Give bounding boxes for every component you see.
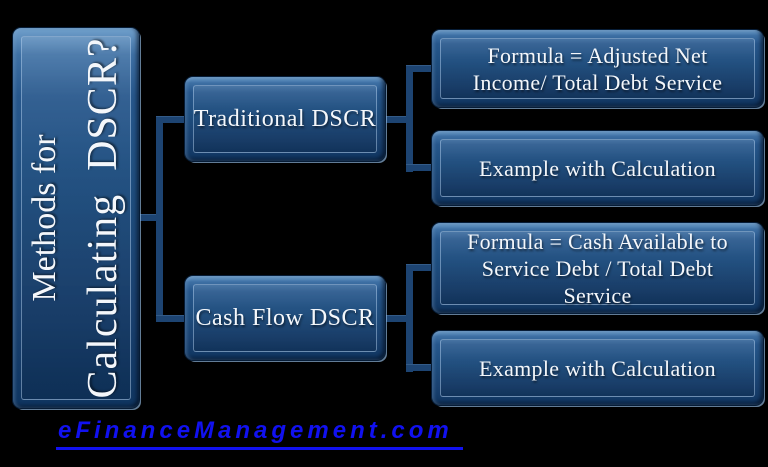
node-traditional-example: Example with Calculation xyxy=(432,131,763,205)
node-cashflow-formula: Formula = Cash Available to Service Debt… xyxy=(432,223,763,313)
connector-left-to-traditional xyxy=(156,116,186,123)
root-box: Methods for Calculating DSCR? xyxy=(13,28,139,408)
node-cashflow-example-label: Example with Calculation xyxy=(479,355,716,381)
node-traditional-dscr: Traditional DSCR xyxy=(185,77,385,161)
node-traditional-dscr-label: Traditional DSCR xyxy=(193,105,377,132)
connector-traditional-stub xyxy=(385,116,413,123)
connector-traditional-vertical xyxy=(406,65,413,172)
connector-cashflow-to-formula xyxy=(406,264,433,271)
root-box-label-line2: Calculating DSCR? xyxy=(80,37,126,399)
node-cashflow-example: Example with Calculation xyxy=(432,331,763,405)
node-cash-flow-dscr-label: Cash Flow DSCR xyxy=(195,304,375,331)
node-traditional-formula-label: Formula = Adjusted Net Income/ Total Deb… xyxy=(472,42,723,95)
root-box-label-line1: Methods for xyxy=(26,134,63,302)
connector-cashflow-vertical xyxy=(406,264,413,372)
connector-cashflow-to-example xyxy=(406,364,433,371)
node-traditional-formula: Formula = Adjusted Net Income/ Total Deb… xyxy=(432,30,763,107)
connector-root-stub xyxy=(139,214,163,221)
node-cashflow-formula-label: Formula = Cash Available to Service Debt… xyxy=(467,228,728,308)
node-traditional-example-label: Example with Calculation xyxy=(479,155,716,181)
connector-traditional-to-example xyxy=(406,164,433,171)
node-cash-flow-dscr: Cash Flow DSCR xyxy=(185,276,385,360)
connector-left-vertical xyxy=(156,116,163,322)
efinancemanagement-link[interactable]: eFinanceManagement.com xyxy=(56,417,463,450)
connector-left-to-cashflow xyxy=(156,315,186,322)
connector-cashflow-stub xyxy=(385,315,413,322)
connector-traditional-to-formula xyxy=(406,65,433,72)
root-box-label: Methods for Calculating DSCR? xyxy=(18,28,134,408)
